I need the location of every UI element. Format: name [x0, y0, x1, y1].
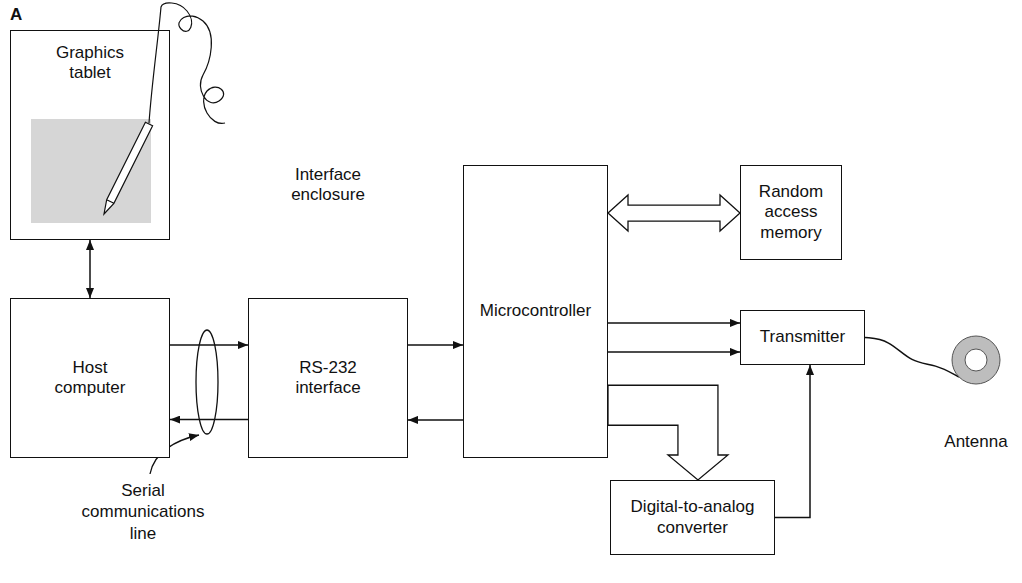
memory-box: Random access memory	[740, 165, 842, 260]
connector-arrow	[408, 344, 463, 346]
connector-arrow	[408, 419, 463, 421]
bus-arrow	[608, 195, 740, 231]
bus-arrow	[608, 385, 728, 480]
stylus-pen	[104, 122, 153, 214]
node-label: Graphics tablet	[43, 43, 138, 84]
antenna-symbol	[940, 330, 1012, 390]
converter-box: Digital-to-analog converter	[610, 480, 775, 555]
node-label: Transmitter	[760, 327, 845, 347]
node-label: Random access memory	[751, 182, 831, 243]
connector-arrow	[170, 344, 248, 346]
transmitter-box: Transmitter	[740, 310, 865, 365]
antenna-node: Antenna	[940, 330, 1012, 452]
connector-arrow	[865, 338, 959, 378]
antenna-hole	[965, 349, 987, 371]
connector-arrow	[89, 240, 91, 298]
computer-box: Host computer	[10, 298, 170, 458]
figure-letter: A	[10, 4, 40, 25]
tablet-illustration	[11, 31, 171, 241]
connector-arrow	[170, 419, 248, 421]
enclosure-region: Interface enclosureRS-232 interface Micro…	[230, 125, 958, 583]
connector-arrow	[775, 365, 810, 518]
node-label: Host computer	[43, 358, 138, 399]
node-label: Microcontroller	[480, 301, 591, 321]
callout-label: Serial communications line	[78, 480, 208, 544]
region-label: Interface enclosure	[278, 165, 378, 206]
antenna-ring	[952, 336, 1000, 384]
connector-arrow	[608, 351, 740, 353]
connector-arrow	[608, 322, 740, 324]
interface-box: RS-232 interface	[248, 298, 408, 458]
tablet-surface	[31, 119, 151, 223]
node-label: Digital-to-analog converter	[618, 497, 768, 538]
controller-box: Microcontroller	[463, 165, 608, 458]
node-label: Antenna	[944, 432, 1007, 452]
cable-bundle-ellipse	[196, 330, 218, 434]
pen-cord	[149, 3, 225, 124]
tablet-box: Graphics tablet	[10, 30, 170, 240]
node-label: RS-232 interface	[281, 358, 376, 399]
